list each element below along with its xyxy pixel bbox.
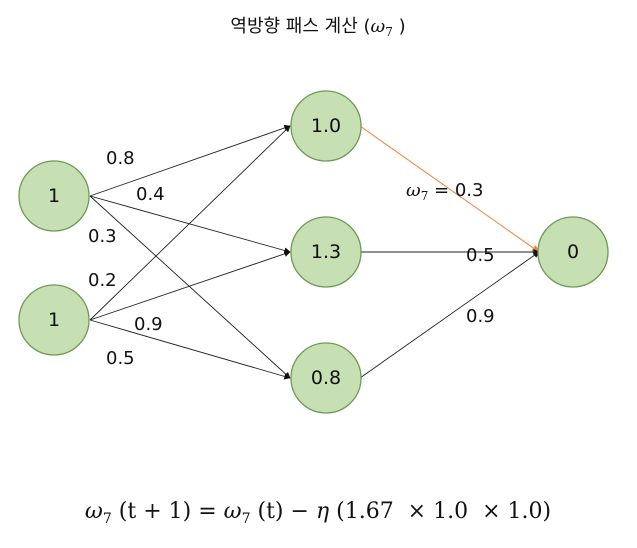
input-node-2-label: 1 xyxy=(48,309,60,331)
weight-in1-h2: 0.4 xyxy=(136,184,165,205)
diagram-title: 역방향 패스 계산 (ω7 ) xyxy=(230,16,405,39)
edge-h3-out xyxy=(359,251,540,379)
weight-in1-h1: 0.8 xyxy=(106,148,135,169)
title-subscript: 7 xyxy=(385,25,393,39)
title-text: 역방향 패스 계산 ( xyxy=(230,16,370,37)
weight-in1-h3: 0.3 xyxy=(88,226,117,247)
weight-omega7: ω7 = 0.3 xyxy=(406,180,483,203)
hidden-node-3: 0.8 xyxy=(290,342,362,414)
formula-omega-left: ω xyxy=(85,499,103,524)
input-node-2: 1 xyxy=(18,284,90,356)
hidden-node-1-label: 1.0 xyxy=(311,115,341,137)
update-formula: ω7 (t + 1) = ω7 (t) − η (1.67 × 1.0 × 1.… xyxy=(85,499,551,527)
edge-in1-h3 xyxy=(89,195,291,379)
output-node-label: 0 xyxy=(567,241,579,263)
weight-h2-out: 0.5 xyxy=(466,245,495,266)
weight-omega7-value: = 0.3 xyxy=(428,180,483,201)
weight-in2-h3: 0.5 xyxy=(106,348,135,369)
input-node-1-label: 1 xyxy=(48,185,60,207)
edge-in1-h1 xyxy=(89,124,291,197)
hidden-node-3-label: 0.8 xyxy=(311,367,341,389)
input-node-1: 1 xyxy=(18,160,90,232)
weight-omega7-subscript: 7 xyxy=(421,189,429,203)
edge-in2-h1 xyxy=(89,125,291,321)
title-omega: ω xyxy=(371,16,386,37)
edge-h1-out-highlighted xyxy=(359,125,540,253)
edge-in1-h2 xyxy=(89,195,291,254)
edge-in2-h2 xyxy=(89,250,291,321)
weight-omega7-symbol: ω xyxy=(406,180,421,201)
title-close: ) xyxy=(393,16,406,37)
weight-in2-h2: 0.9 xyxy=(134,314,163,335)
formula-rhs-rest: (1.67 × 1.0 × 1.0) xyxy=(329,499,551,524)
formula-lhs: (t + 1) = xyxy=(112,499,224,524)
hidden-node-2: 1.3 xyxy=(290,216,362,288)
weight-h3-out: 0.9 xyxy=(466,306,495,327)
hidden-node-1: 1.0 xyxy=(290,90,362,162)
edge-in2-h3 xyxy=(89,319,291,380)
output-node: 0 xyxy=(537,216,609,288)
formula-subscript-right: 7 xyxy=(242,511,251,527)
formula-omega-right: ω xyxy=(224,499,242,524)
hidden-node-2-label: 1.3 xyxy=(311,241,341,263)
weight-in2-h1: 0.2 xyxy=(88,270,117,291)
formula-subscript-left: 7 xyxy=(103,511,112,527)
formula-eta: η xyxy=(316,499,329,524)
formula-rhs-t: (t) − xyxy=(251,499,316,524)
